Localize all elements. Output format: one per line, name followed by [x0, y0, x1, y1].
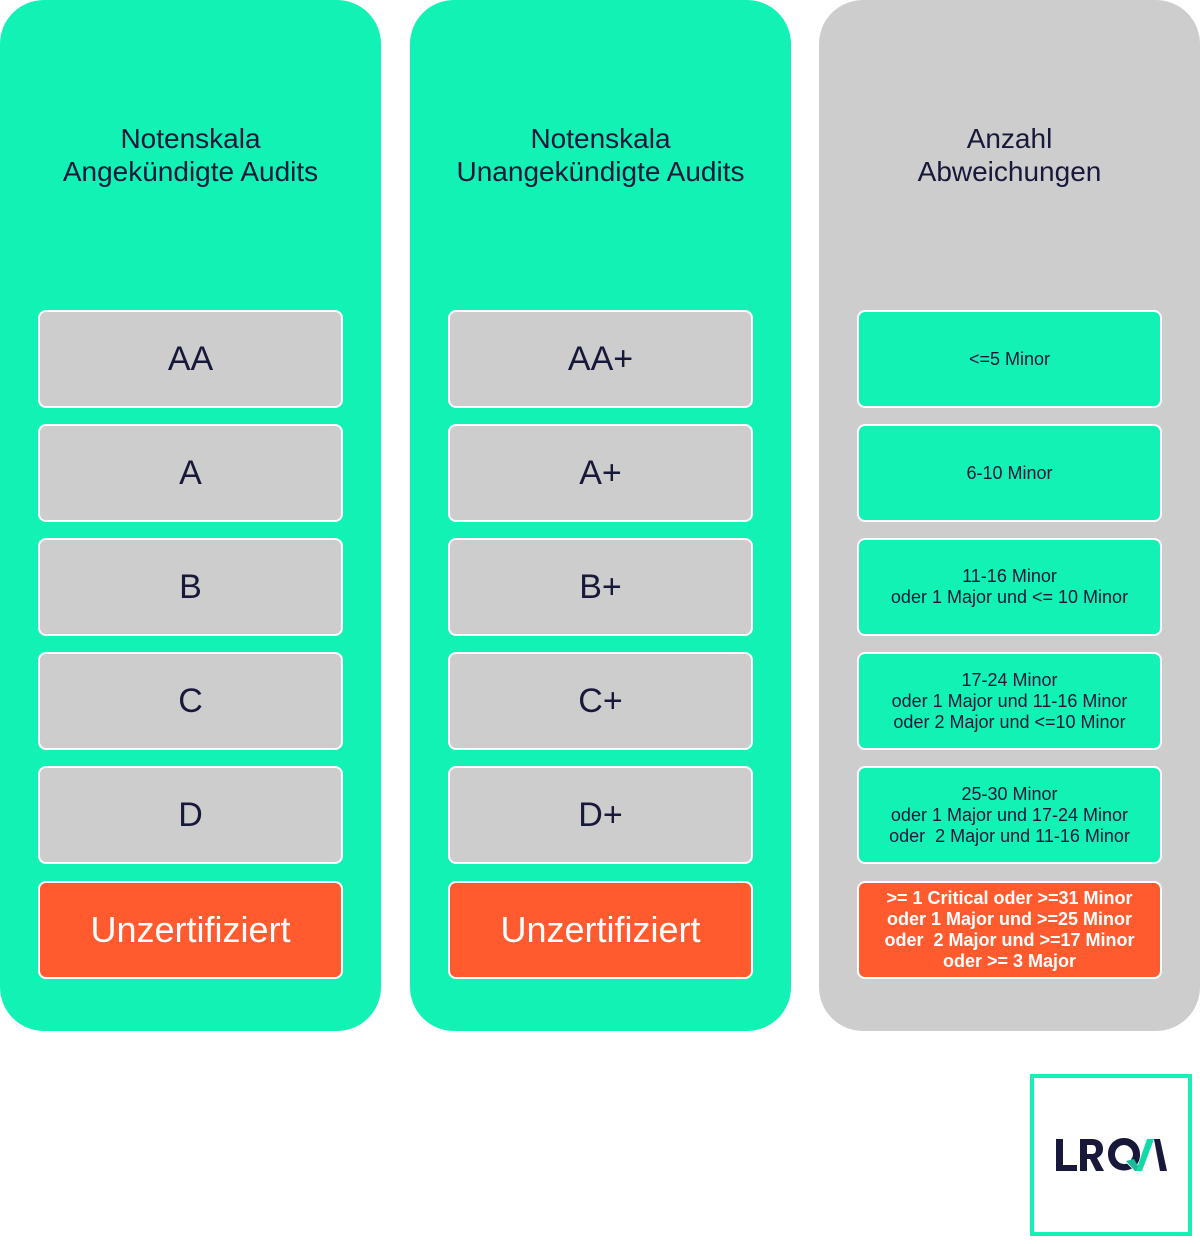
grade-box: B+ [448, 538, 753, 636]
deviation-line: 6-10 Minor [966, 462, 1053, 483]
deviation-line: oder >= 3 Major [942, 951, 1077, 971]
deviation-line: 11-16 Minor [962, 566, 1057, 586]
grade-box: Unzertifiziert [38, 881, 343, 979]
grade-box: A+ [448, 424, 753, 522]
grade-box: D [38, 766, 343, 864]
deviation-box: 6-10 Minor [857, 424, 1162, 522]
deviation-line: <=5 Minor [968, 348, 1051, 369]
deviation-line: 17-24 Minor [961, 669, 1058, 690]
title-line: Anzahl [966, 123, 1053, 154]
grade-box: C [38, 652, 343, 750]
grade-box: B [38, 538, 343, 636]
deviation-line: oder 1 Major und <= 10 Minor [890, 587, 1129, 607]
deviation-line: oder 2 Major und <=10 Minor [893, 711, 1126, 732]
grade-box: A [38, 424, 343, 522]
deviation-line: 25-30 Minor [961, 783, 1058, 804]
deviation-line: oder 2 Major und >=17 Minor [884, 930, 1135, 950]
deviation-line: >= 1 Critical oder >=31 Minor [886, 888, 1133, 908]
title-line: Notenskala [120, 123, 261, 154]
lrqa-logo-mark [1056, 1138, 1167, 1171]
grade-box: AA+ [448, 310, 753, 408]
deviation-line: oder 2 Major und 11-16 Minor [889, 825, 1130, 846]
grade-box: Unzertifiziert [448, 881, 753, 979]
deviation-line: oder 1 Major und >=25 Minor [886, 909, 1133, 929]
grade-box: D+ [448, 766, 753, 864]
title-line: Notenskala [530, 123, 671, 154]
title-line: Angekündigte Audits [62, 156, 319, 187]
deviation-line: oder 1 Major und 11-16 Minor [891, 690, 1128, 711]
grade-box: AA [38, 310, 343, 408]
lrqa-logo [1030, 1074, 1192, 1236]
deviation-box: <=5 Minor [857, 310, 1162, 408]
deviation-line: oder 1 Major und 17-24 Minor [890, 804, 1129, 825]
grade-box: C+ [448, 652, 753, 750]
title-line: Unangekündigte Audits [456, 156, 745, 187]
title-line: Abweichungen [917, 156, 1102, 187]
